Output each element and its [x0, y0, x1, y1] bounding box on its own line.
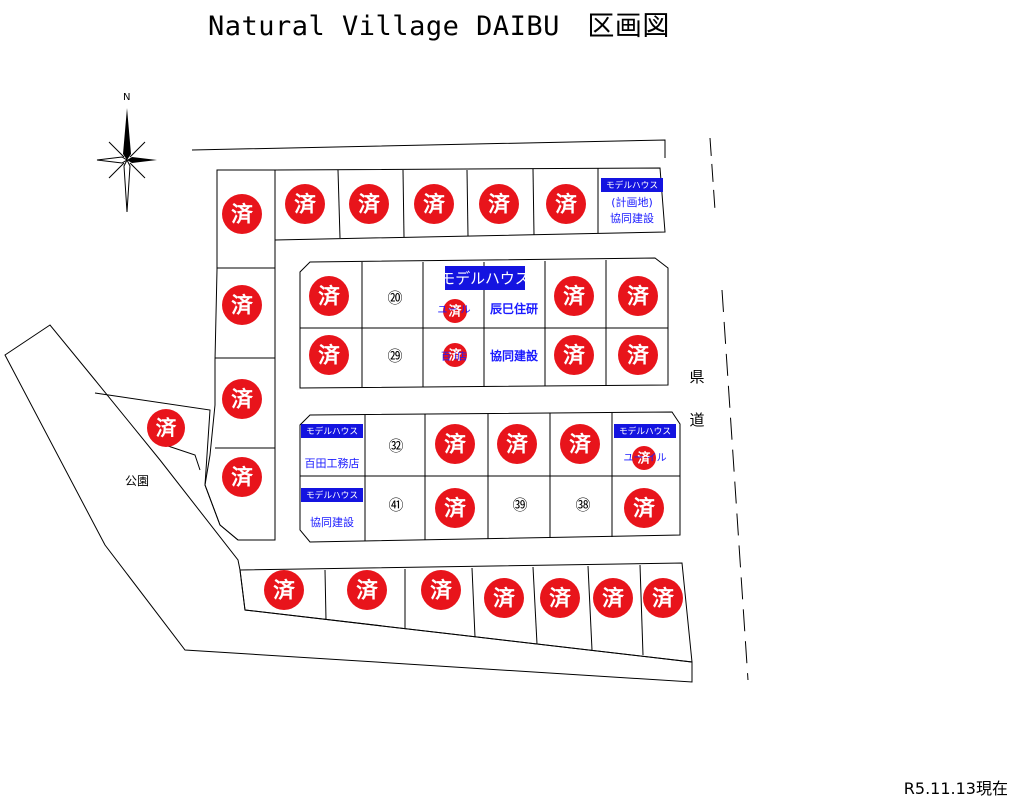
svg-text:済: 済 — [294, 192, 316, 218]
svg-text:済: 済 — [652, 586, 674, 612]
svg-text:済: 済 — [449, 348, 463, 364]
sold-mark: 済 — [618, 335, 658, 375]
svg-text:済: 済 — [318, 284, 340, 310]
svg-text:済: 済 — [356, 578, 378, 604]
svg-text:済: 済 — [231, 293, 253, 319]
svg-text:済: 済 — [633, 496, 655, 522]
sold-mark: 済 — [443, 343, 467, 367]
sold-mark: 済 — [435, 488, 475, 528]
svg-text:済: 済 — [358, 192, 380, 218]
model-badge-row1 — [601, 178, 663, 192]
partial-label-bottom: 百 i店 — [441, 350, 467, 363]
svg-text:済: 済 — [493, 586, 515, 612]
svg-text:済: 済 — [156, 416, 177, 440]
road-label-2: 道 — [689, 411, 704, 429]
sold-mark: 済 — [632, 446, 656, 470]
lot-38: ㊳ — [575, 496, 590, 514]
sold-mark: 済 — [222, 379, 262, 419]
model-badge-row2-label: モデルハウス — [440, 269, 529, 287]
sold-mark: 済 — [593, 578, 633, 618]
svg-text:済: 済 — [506, 432, 528, 458]
sold-mark: 済 — [618, 276, 658, 316]
svg-text:済: 済 — [563, 343, 585, 369]
status-date: R5.11.13現在 — [903, 779, 1008, 798]
model-badge-row3-left-bottom-label: モデルハウス — [306, 489, 358, 501]
svg-text:済: 済 — [318, 343, 340, 369]
row1-builder-label: 協同建設 — [610, 211, 654, 225]
svg-text:済: 済 — [231, 202, 253, 228]
sold-mark: 済 — [222, 194, 262, 234]
sold-mark: 済 — [222, 285, 262, 325]
partial-label-right: ユー イル — [623, 453, 666, 464]
sold-mark: 済 — [554, 335, 594, 375]
road-label-1: 県 — [689, 368, 704, 386]
sold-mark: 済 — [554, 276, 594, 316]
svg-text:済: 済 — [488, 192, 510, 218]
sold-mark: 済 — [624, 488, 664, 528]
sold-mark: 済 — [435, 424, 475, 464]
sold-mark: 済 — [347, 570, 387, 610]
north-label: N — [123, 92, 130, 103]
builder-tatsumi: 辰巳住研 — [490, 301, 538, 316]
sold-mark: 済 — [349, 184, 389, 224]
model-badge-row1-label: モデルハウス — [606, 179, 658, 191]
svg-text:済: 済 — [638, 451, 652, 467]
svg-text:済: 済 — [449, 304, 463, 320]
svg-text:済: 済 — [430, 578, 452, 604]
model-badge-row3-left-top — [301, 424, 363, 438]
svg-text:済: 済 — [555, 192, 577, 218]
row1-planned-label: (計画地) — [611, 195, 653, 209]
sold-mark: 済 — [560, 424, 600, 464]
model-badge-row3-left-top-label: モデルハウス — [306, 425, 358, 437]
builder-kyodo-2: 協同建設 — [310, 515, 354, 529]
sold-mark: 済 — [546, 184, 586, 224]
sold-mark: 済 — [443, 299, 467, 323]
svg-text:済: 済 — [444, 496, 466, 522]
svg-text:済: 済 — [627, 284, 649, 310]
model-badge-row3-right — [614, 424, 676, 438]
park-label: 公園 — [125, 474, 149, 488]
model-badge-row2 — [445, 266, 525, 290]
lot-32: ㉜ — [388, 437, 403, 455]
sold-mark: 済 — [421, 570, 461, 610]
page-title: Natural Village DAIBU 区画図 — [208, 11, 670, 42]
builder-kyodo: 協同建設 — [490, 348, 539, 363]
svg-text:済: 済 — [549, 586, 571, 612]
sold-mark: 済 — [147, 409, 185, 447]
builder-momota: 百田工務店 — [305, 456, 360, 470]
svg-text:済: 済 — [444, 432, 466, 458]
sold-mark: 済 — [643, 578, 683, 618]
svg-text:済: 済 — [231, 465, 253, 491]
model-badge-row3-right-label: モデルハウス — [619, 425, 671, 437]
lot-outlines — [4, 137, 749, 683]
partial-label-top: ユー ル — [437, 305, 470, 316]
svg-text:済: 済 — [627, 343, 649, 369]
lot-20: ⑳ — [387, 289, 402, 307]
lot-29: ㉙ — [387, 347, 402, 365]
svg-text:済: 済 — [602, 586, 624, 612]
lot-39: ㊴ — [512, 496, 527, 514]
sold-mark: 済 — [497, 424, 537, 464]
model-badge-row3-left-bottom — [301, 488, 363, 502]
svg-text:済: 済 — [231, 387, 253, 413]
compass-icon: N — [96, 92, 157, 213]
sold-marks: 済済済済済済済済済済済済済済済済済済済済済済済済済済済済済済済 — [147, 184, 683, 618]
svg-text:済: 済 — [423, 192, 445, 218]
svg-text:済: 済 — [273, 578, 295, 604]
svg-text:済: 済 — [569, 432, 591, 458]
sold-mark: 済 — [414, 184, 454, 224]
sold-mark: 済 — [285, 184, 325, 224]
sold-mark: 済 — [264, 570, 304, 610]
sold-mark: 済 — [309, 335, 349, 375]
sold-mark: 済 — [222, 457, 262, 497]
svg-text:済: 済 — [563, 284, 585, 310]
sold-mark: 済 — [309, 276, 349, 316]
lot-41: ㊶ — [388, 496, 403, 514]
sold-mark: 済 — [479, 184, 519, 224]
sold-mark: 済 — [484, 578, 524, 618]
sold-mark: 済 — [540, 578, 580, 618]
